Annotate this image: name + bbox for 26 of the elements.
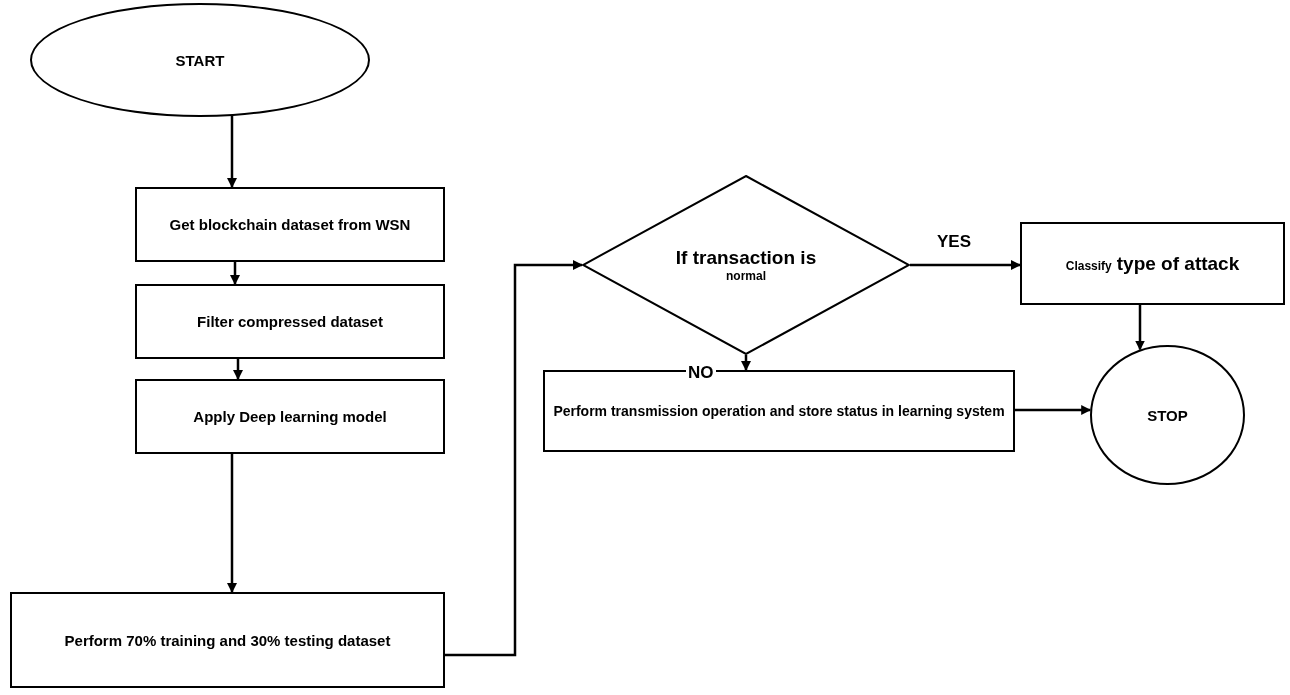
arrow [227,454,237,593]
node-text: Filter compressed dataset [197,313,383,330]
process-box [1020,222,1285,305]
node-text: Perform 70% training and 30% testing dataset [64,631,391,649]
arrow [233,359,243,380]
node-text: Classify [1065,258,1112,273]
process-box [135,379,445,454]
node-text: Get blockchain dataset from WSN [169,216,411,233]
process-box [10,592,445,688]
arrow [227,116,237,188]
arrow [445,260,583,657]
process-box [135,187,445,262]
node-text: If transaction is [675,247,817,269]
node-text: START [175,51,225,69]
node-text: type of attack [1116,252,1240,274]
node-text: Perform transmission operation and store status in learning system [553,403,1005,419]
arrow [1135,305,1145,351]
decision-diamond [582,175,910,355]
arrow [1015,405,1092,415]
arrow [230,262,240,285]
arrow [741,355,751,371]
node-text: STOP [1147,406,1188,424]
arrow [910,260,1021,270]
node-text: normal [725,269,767,283]
node-text: Apply Deep learning model [193,408,387,425]
process-box [135,284,445,359]
